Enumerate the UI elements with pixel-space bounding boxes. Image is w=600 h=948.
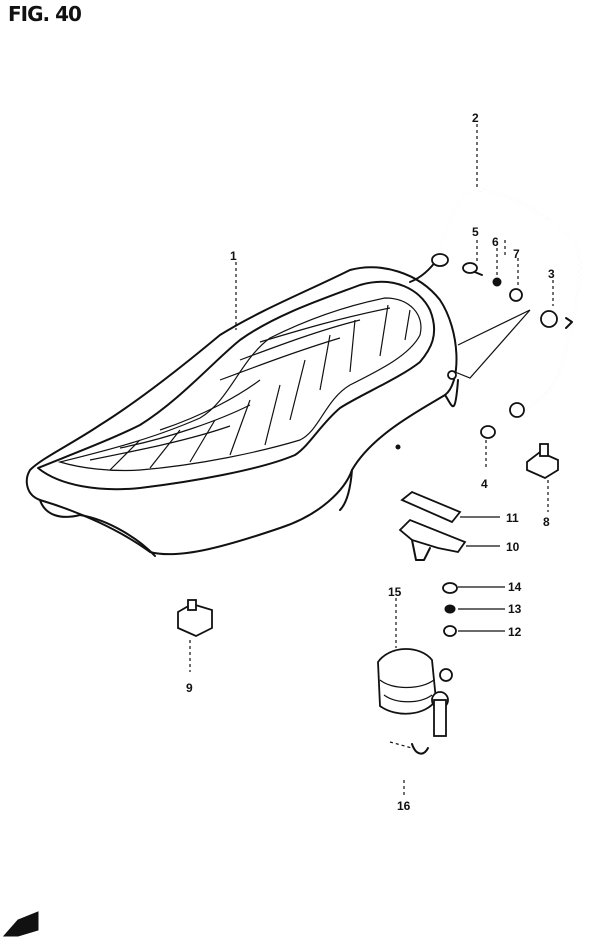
callout-11: 11: [506, 511, 519, 525]
lock-icon: [377, 648, 453, 755]
callout-3: 3: [548, 267, 555, 281]
callout-9: 9: [186, 681, 193, 695]
callout-7: 7: [513, 247, 520, 261]
grab-rail-icon: [409, 189, 582, 418]
callout-16: 16: [397, 799, 411, 813]
callout-5: 5: [472, 225, 479, 239]
bolt-icon: [462, 262, 483, 276]
figure-title: FIG. 40: [8, 2, 82, 26]
callout-8: 8: [543, 515, 550, 529]
callout-14: 14: [508, 580, 522, 594]
arrow-icon: [2, 911, 39, 937]
seat-icon: [25, 266, 459, 557]
callout-12: 12: [508, 625, 522, 639]
clip-icon: [177, 599, 213, 672]
callout-6: 6: [492, 235, 499, 249]
callout-labels: 1 2 3 4 5 6 7 8 9 10 11 12 13 14 15 16: [186, 111, 555, 813]
plate-icon: [398, 490, 467, 561]
leader-lines: [235, 124, 554, 796]
callout-10: 10: [506, 540, 520, 554]
bracket-icon: [526, 443, 559, 480]
cap-bolt-icon: [480, 425, 496, 468]
callout-2: 2: [472, 111, 479, 125]
nut-icon: [442, 582, 458, 637]
callout-1: 1: [230, 249, 237, 263]
washer-icon: [492, 277, 558, 328]
callout-13: 13: [508, 602, 522, 616]
callout-4: 4: [481, 477, 488, 491]
callout-15: 15: [388, 585, 402, 599]
